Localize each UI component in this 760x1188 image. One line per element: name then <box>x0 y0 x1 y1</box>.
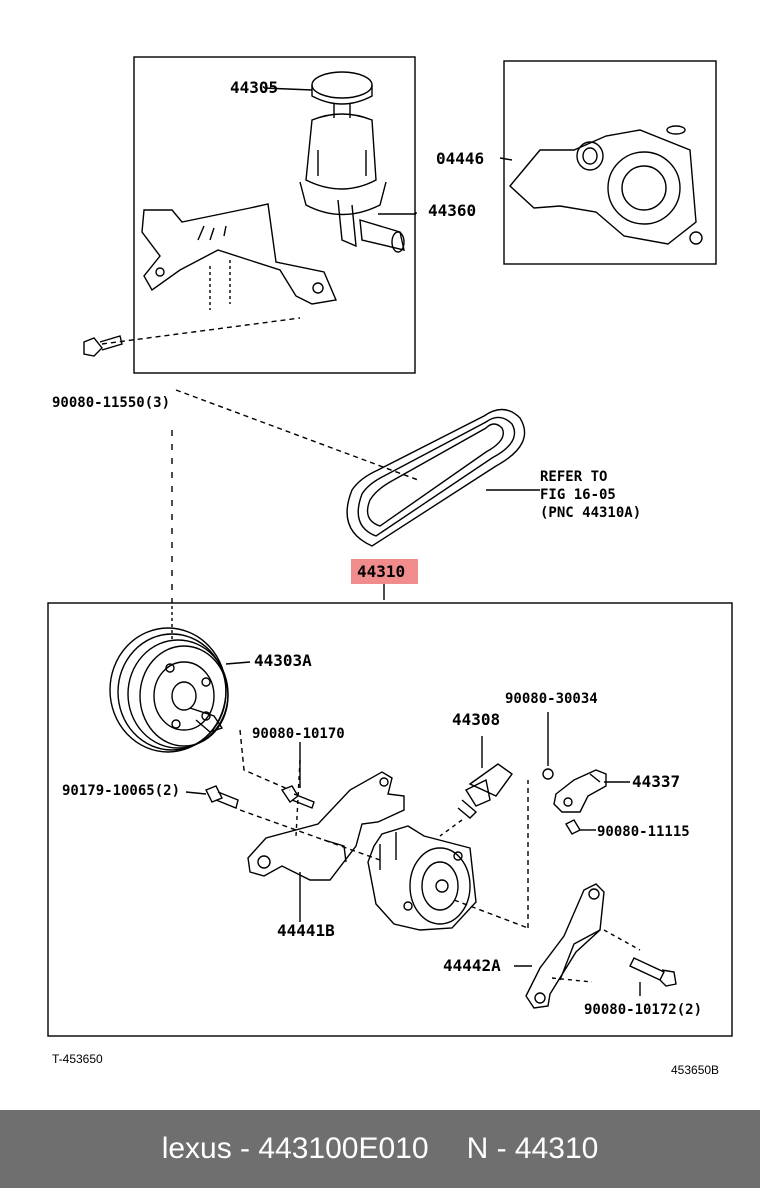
pulley-drawing <box>109 627 229 753</box>
label-44442a[interactable]: 44442A <box>443 956 501 975</box>
bolt-90179-drawing <box>205 785 239 809</box>
footer-pnc: N - 44310 <box>466 1132 599 1165</box>
fitting-44308-drawing <box>457 763 513 819</box>
v-belt-drawing <box>346 408 526 547</box>
pump-body-drawing <box>367 825 477 931</box>
label-44360[interactable]: 44360 <box>428 201 477 220</box>
refer-line-1: REFER TO <box>540 469 608 485</box>
o-ring-drawing <box>542 768 554 780</box>
bolt-10172-drawing <box>629 957 677 987</box>
refer-line-2: FIG 16-05 <box>540 487 616 503</box>
pump-assembly-frame <box>47 602 733 1037</box>
parts-diagram <box>47 56 733 1037</box>
label-44303a[interactable]: 44303A <box>254 651 312 670</box>
label-44308[interactable]: 44308 <box>452 710 501 729</box>
label-90080-30034[interactable]: 90080-30034 <box>505 691 598 707</box>
seal-kit-frame <box>503 60 717 265</box>
refer-line-3: (PNC 44310A) <box>540 505 642 521</box>
diagram-code-left: T-453650 <box>52 1052 103 1066</box>
bracket-44441b-drawing <box>247 771 405 881</box>
label-44441b[interactable]: 44441B <box>277 921 335 940</box>
label-90080-10170[interactable]: 90080-10170 <box>252 726 345 742</box>
bracket-44442a-drawing <box>525 883 605 1009</box>
label-90080-11115[interactable]: 90080-11115 <box>597 824 690 840</box>
seal-kit-drawing <box>509 125 703 245</box>
footer-bar: lexus - 443100E010 N - 44310 <box>0 1110 760 1188</box>
label-90080-11550[interactable]: 90080-11550(3) <box>52 395 171 411</box>
highlight-44310 <box>351 559 418 584</box>
label-44305[interactable]: 44305 <box>230 78 279 97</box>
bolt-11550-drawing <box>83 335 123 357</box>
label-44310[interactable]: 44310 <box>357 562 406 581</box>
label-90080-10172[interactable]: 90080-10172(2) <box>584 1002 703 1018</box>
footer-part-number: lexus - 443100E010 <box>161 1132 429 1165</box>
reservoir-frame <box>133 56 416 374</box>
reservoir-tank-drawing <box>299 71 405 253</box>
label-44337[interactable]: 44337 <box>632 772 681 791</box>
reservoir-bracket-drawing <box>141 203 337 310</box>
bolt-11115-drawing <box>565 819 581 835</box>
diagram-code-right: 453650B <box>671 1063 720 1077</box>
bolt-10170-drawing <box>280 785 315 809</box>
label-04446[interactable]: 04446 <box>436 149 485 168</box>
refer-note: REFER TO FIG 16-05 (PNC 44310A) <box>540 468 641 522</box>
connector-44337-drawing <box>553 769 607 813</box>
label-90179-10065[interactable]: 90179-10065(2) <box>62 783 181 799</box>
